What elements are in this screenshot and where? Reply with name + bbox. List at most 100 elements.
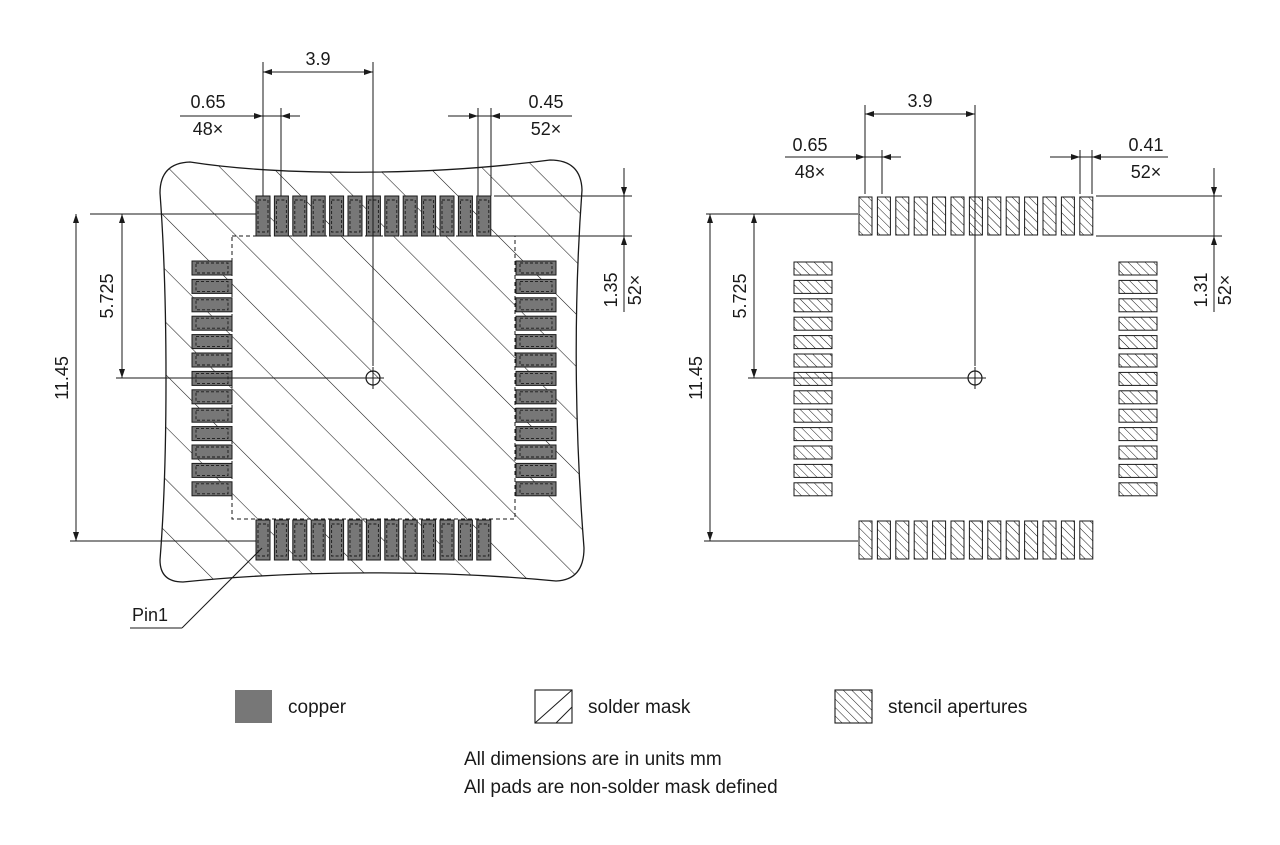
- stencil-aperture: [1118, 353, 1158, 368]
- dim-top-pitch-right: 3.9: [907, 91, 932, 111]
- dim-pad-pitch-count-right: 48×: [795, 162, 826, 182]
- copper-pad: [402, 519, 418, 561]
- copper-pad: [421, 195, 437, 237]
- stencil-aperture: [1118, 371, 1158, 386]
- legend-copper-swatch: [235, 690, 272, 723]
- stencil-outline: [519, 409, 553, 421]
- legend-solder-mask-swatch: [534, 689, 573, 724]
- dim-aperture-length: 1.31: [1191, 272, 1211, 307]
- stencil-aperture: [895, 520, 910, 560]
- stencil-outline: [195, 409, 229, 421]
- copper-pad: [329, 195, 345, 237]
- copper-pad: [476, 195, 492, 237]
- legend-stencil-label: stencil apertures: [888, 697, 1027, 718]
- copper-pad: [439, 519, 455, 561]
- copper-pad: [310, 519, 326, 561]
- stencil-aperture: [1118, 261, 1158, 276]
- copper-pad: [421, 519, 437, 561]
- copper-pad: [515, 334, 557, 350]
- copper-pad: [515, 389, 557, 405]
- legend: copper solder mask stencil apertures: [235, 689, 1027, 724]
- stencil-outline: [519, 299, 553, 311]
- copper-pad: [384, 519, 400, 561]
- stencil-apertures: [793, 196, 1158, 560]
- stencil-aperture: [1118, 427, 1158, 442]
- copper-pad: [515, 278, 557, 294]
- stencil-outline: [459, 199, 471, 233]
- stencil-aperture: [1024, 196, 1039, 236]
- stencil-outline: [519, 428, 553, 440]
- stencil-outline: [257, 523, 269, 557]
- stencil-outline: [349, 523, 361, 557]
- stencil-outline: [519, 280, 553, 292]
- dim-pad-pitch-right: 0.65: [792, 135, 827, 155]
- copper-pad: [191, 352, 233, 368]
- stencil-aperture: [793, 408, 833, 423]
- dim-half-height: 5.725: [97, 273, 117, 318]
- stencil-outline: [195, 428, 229, 440]
- dim-aperture-width: 0.41: [1128, 135, 1163, 155]
- stencil-aperture: [876, 196, 891, 236]
- copper-pad: [191, 278, 233, 294]
- stencil-outline: [519, 464, 553, 476]
- copper-pad: [191, 444, 233, 460]
- stencil-aperture: [1118, 408, 1158, 423]
- stencil-aperture: [987, 520, 1002, 560]
- copper-pads: [191, 195, 557, 561]
- stencil-outline: [275, 199, 287, 233]
- copper-pad: [515, 444, 557, 460]
- stencil-outline: [294, 199, 306, 233]
- legend-stencil-swatch: [834, 689, 873, 724]
- stencil-aperture: [1118, 482, 1158, 497]
- stencil-aperture: [793, 445, 833, 460]
- stencil-aperture: [1079, 520, 1094, 560]
- stencil-outline: [386, 523, 398, 557]
- stencil-outline: [257, 199, 269, 233]
- stencil-outline: [441, 523, 453, 557]
- dim-pad-pitch: 0.65: [190, 92, 225, 112]
- copper-pad: [515, 297, 557, 313]
- stencil-outline: [519, 336, 553, 348]
- copper-pad: [191, 260, 233, 276]
- stencil-aperture: [793, 371, 833, 386]
- stencil-aperture: [895, 196, 910, 236]
- stencil-outline: [312, 523, 324, 557]
- stencil-outline: [423, 523, 435, 557]
- stencil-aperture: [1060, 196, 1075, 236]
- copper-pad: [439, 195, 455, 237]
- stencil-outline: [331, 199, 343, 233]
- right-view: 3.9 0.65 48× 0.41 52× 1.31 52× 5.725: [686, 91, 1235, 560]
- stencil-aperture: [1118, 445, 1158, 460]
- legend-solder-mask-label: solder mask: [588, 697, 691, 718]
- dim-pad-pitch-count: 48×: [193, 119, 224, 139]
- dim-pad-width-count: 52×: [531, 119, 562, 139]
- dim-pad-width: 0.45: [528, 92, 563, 112]
- copper-pad: [191, 334, 233, 350]
- stencil-aperture: [858, 196, 873, 236]
- copper-pad: [347, 519, 363, 561]
- stencil-aperture: [932, 196, 947, 236]
- copper-pad: [384, 195, 400, 237]
- center-mark-right: [964, 367, 986, 389]
- stencil-outline: [195, 354, 229, 366]
- copper-pad: [515, 407, 557, 423]
- dim-half-height-right: 5.725: [730, 273, 750, 318]
- copper-pad: [457, 195, 473, 237]
- stencil-aperture: [793, 335, 833, 350]
- stencil-aperture: [876, 520, 891, 560]
- stencil-aperture: [1118, 390, 1158, 405]
- stencil-aperture: [950, 520, 965, 560]
- copper-pad: [515, 481, 557, 497]
- stencil-aperture: [1005, 196, 1020, 236]
- copper-pad: [515, 426, 557, 442]
- copper-pad: [292, 519, 308, 561]
- stencil-outline: [386, 199, 398, 233]
- stencil-aperture: [793, 482, 833, 497]
- note-units: All dimensions are in units mm: [464, 749, 722, 770]
- stencil-outline: [459, 523, 471, 557]
- copper-pad: [476, 519, 492, 561]
- copper-pad: [402, 195, 418, 237]
- stencil-aperture: [1060, 520, 1075, 560]
- stencil-outline: [195, 483, 229, 495]
- copper-pad: [347, 195, 363, 237]
